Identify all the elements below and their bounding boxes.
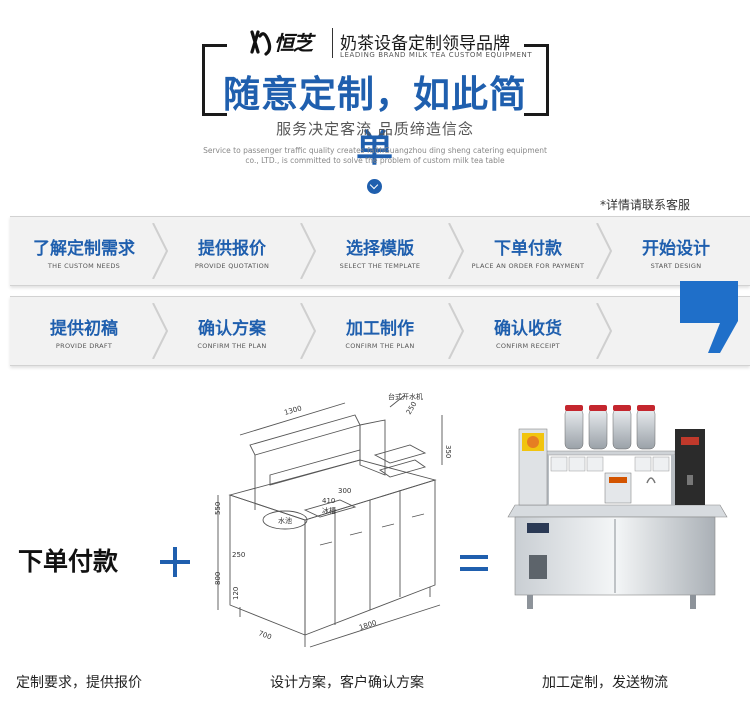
page-description: Service to passenger traffic quality cre… — [150, 146, 600, 166]
step-title: 加工制作 — [346, 319, 414, 339]
dim-700: 700 — [257, 629, 272, 641]
dim-410: 410 — [322, 497, 335, 505]
caption-quote: 定制要求，提供报价 — [16, 675, 142, 691]
contact-note: *详情请联系客服 — [600, 198, 691, 212]
logo-text: 恒芝 — [274, 31, 316, 55]
step-title: 开始设计 — [642, 239, 710, 259]
process-step: 下单付款 PLACE AN ORDER FOR PAYMENT — [454, 217, 602, 285]
equals-icon-lower — [460, 567, 488, 571]
step-title: 下单付款 — [494, 239, 562, 259]
page-headline: 随意定制，如此简单 — [223, 73, 527, 170]
product-counter-image — [507, 405, 728, 609]
step-title: 选择模版 — [346, 239, 414, 259]
header-bracket-left — [202, 44, 227, 116]
description-line-2: co., LTD., is committed to solve the pro… — [245, 156, 505, 165]
dim-right-top: 250 — [405, 400, 419, 416]
brand-slogan-en: LEADING BRAND MILK TEA CUSTOM EQUIPMENT — [340, 51, 533, 59]
brand-slogan: 奶茶设备定制领导品牌 — [340, 34, 510, 54]
label-top: 台式开水机 — [388, 392, 423, 401]
process-step: 加工制作 CONFIRM THE PLAN — [306, 297, 454, 365]
step-subtitle: PLACE AN ORDER FOR PAYMENT — [471, 262, 585, 270]
label-ice: 冰槽 — [322, 506, 336, 515]
dim-left-low: 800 — [214, 572, 222, 585]
step-subtitle: SELECT THE TEMPLATE — [339, 262, 421, 270]
page-subline: 服务决定客流 品质缔造信念 — [276, 120, 474, 138]
process-step: 提供报价 PROVIDE QUOTATION — [158, 217, 306, 285]
step-title: 提供报价 — [198, 239, 266, 259]
process-step: 了解定制需求 THE CUSTOM NEEDS — [10, 217, 158, 285]
dim-300: 300 — [338, 487, 351, 495]
logo-divider — [332, 28, 333, 58]
step-subtitle: PROVIDE QUOTATION — [194, 262, 270, 270]
step-title: 确认方案 — [198, 319, 266, 339]
process-step: 确认方案 CONFIRM THE PLAN — [158, 297, 306, 365]
caption-design: 设计方案，客户确认方案 — [270, 675, 424, 691]
order-step-label: 下单付款 — [18, 547, 119, 576]
dim-top: 1300 — [283, 404, 302, 417]
label-sink: 水池 — [278, 516, 292, 525]
process-step: 确认收货 CONFIRM RECEIPT — [454, 297, 602, 365]
chevron-right-icon — [596, 223, 612, 279]
chevron-right-icon — [448, 303, 464, 359]
step-title: 了解定制需求 — [33, 239, 135, 259]
chevron-right-icon — [596, 303, 612, 359]
step-subtitle: START DESIGN — [650, 262, 702, 270]
description-line-1: Service to passenger traffic quality cre… — [203, 146, 547, 155]
header-bracket-right — [524, 44, 549, 116]
process-step: 开始设计 START DESIGN — [602, 217, 750, 285]
chevron-right-icon — [300, 303, 316, 359]
process-row-1: 了解定制需求 THE CUSTOM NEEDS 提供报价 PROVIDE QUO… — [10, 216, 750, 286]
chevron-right-icon — [448, 223, 464, 279]
step-subtitle: THE CUSTOM NEEDS — [47, 262, 121, 270]
chevron-down-icon[interactable] — [367, 179, 382, 194]
caption-delivery: 加工定制，发送物流 — [542, 675, 668, 691]
process-step: 提供初稿 PROVIDE DRAFT — [10, 297, 158, 365]
dim-depth: 250 — [232, 551, 245, 559]
process-row-2: 提供初稿 PROVIDE DRAFT 确认方案 CONFIRM THE PLAN… — [10, 296, 750, 366]
brand-logo: 恒芝 — [248, 26, 328, 64]
step-title: 提供初稿 — [50, 319, 118, 339]
dim-left-h: 550 — [214, 502, 222, 515]
step-title: 确认收货 — [494, 319, 562, 339]
equals-icon — [460, 555, 488, 559]
chevron-right-icon — [152, 223, 168, 279]
chevron-right-icon — [300, 223, 316, 279]
dim-right-mid: 350 — [444, 445, 452, 458]
step-subtitle: CONFIRM RECEIPT — [496, 342, 560, 350]
plus-icon-vertical — [173, 547, 177, 577]
step-subtitle: PROVIDE DRAFT — [55, 342, 113, 350]
counter-design-sketch: 1300 台式开水机 250 350 550 800 120 250 410 3… — [214, 392, 452, 648]
dim-bottom: 1800 — [358, 619, 377, 632]
process-step: 选择模版 SELECT THE TEMPLATE — [306, 217, 454, 285]
step-subtitle: CONFIRM THE PLAN — [197, 342, 267, 350]
step-subtitle: CONFIRM THE PLAN — [345, 342, 415, 350]
chevron-right-icon — [152, 303, 168, 359]
dim-small: 120 — [232, 587, 240, 600]
quote-mark-icon — [680, 281, 738, 353]
